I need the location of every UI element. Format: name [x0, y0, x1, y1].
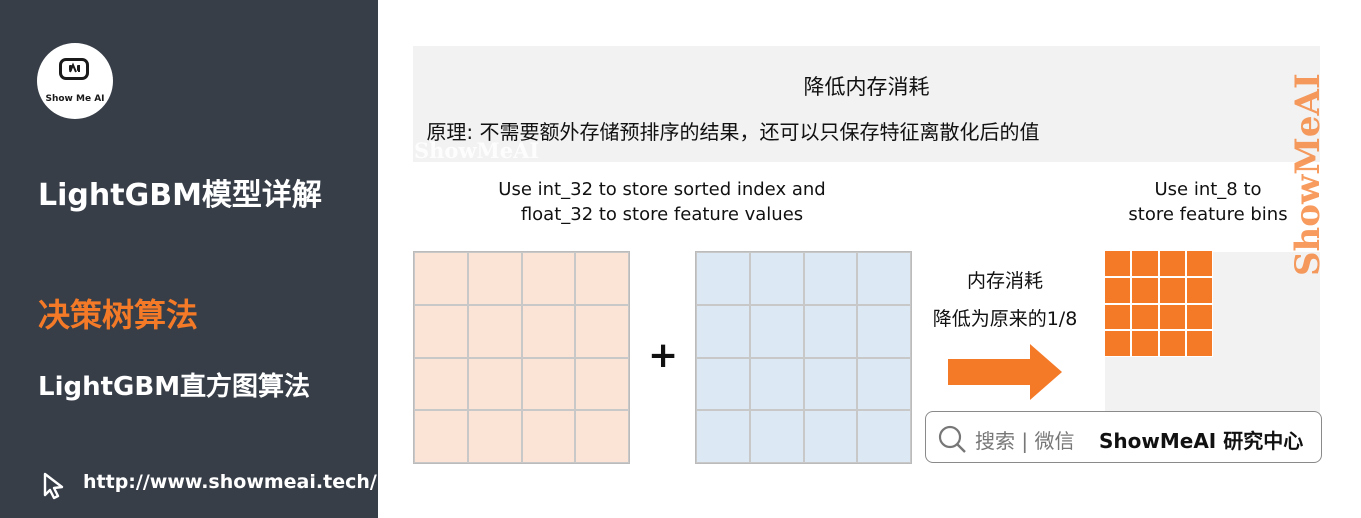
search-brand: ShowMeAI 研究中心 [1099, 429, 1304, 453]
principle-text: 原理: 不需要额外存储预排序的结果，还可以只保存特征离散化后的值 [426, 120, 1040, 144]
sidebar: Show Me AI LightGBM模型详解 决策树算法 LightGBM直方… [0, 0, 378, 518]
feature-values-grid [695, 251, 912, 464]
vertical-watermark: ShowMeAI [1290, 73, 1326, 276]
slide-heading: 降低内存消耗 [803, 75, 930, 99]
course-title: LightGBM模型详解 [38, 178, 322, 213]
right-arrow-icon [948, 344, 1062, 400]
cursor-click-icon [43, 472, 64, 500]
right-caption: Use int_8 to store feature bins [1128, 179, 1288, 225]
plus-sign: + [648, 335, 679, 376]
feature-bins-grid [1104, 250, 1213, 357]
left-caption: Use int_32 to store sorted index and flo… [498, 179, 826, 225]
logo-text: Show Me AI [45, 94, 105, 104]
website-link[interactable]: http://www.showmeai.tech/ [83, 471, 377, 493]
sorted-index-grid [413, 251, 630, 464]
showmeai-logo: Show Me AI [37, 43, 113, 119]
logo-a-glyph-icon [69, 62, 80, 73]
memory-label: 内存消耗 [966, 270, 1043, 292]
faint-watermark: ShowMeAI [414, 138, 540, 163]
search-icon [938, 425, 966, 453]
subsection-title: LightGBM直方图算法 [38, 372, 311, 402]
section-title: 决策树算法 [38, 296, 199, 334]
search-badge [925, 411, 1322, 463]
svg-text:ShowMeAI: ShowMeAI [1290, 73, 1326, 276]
search-text: 搜索 | 微信 [975, 429, 1075, 453]
reduction-label: 降低为原来的1/8 [932, 308, 1078, 330]
